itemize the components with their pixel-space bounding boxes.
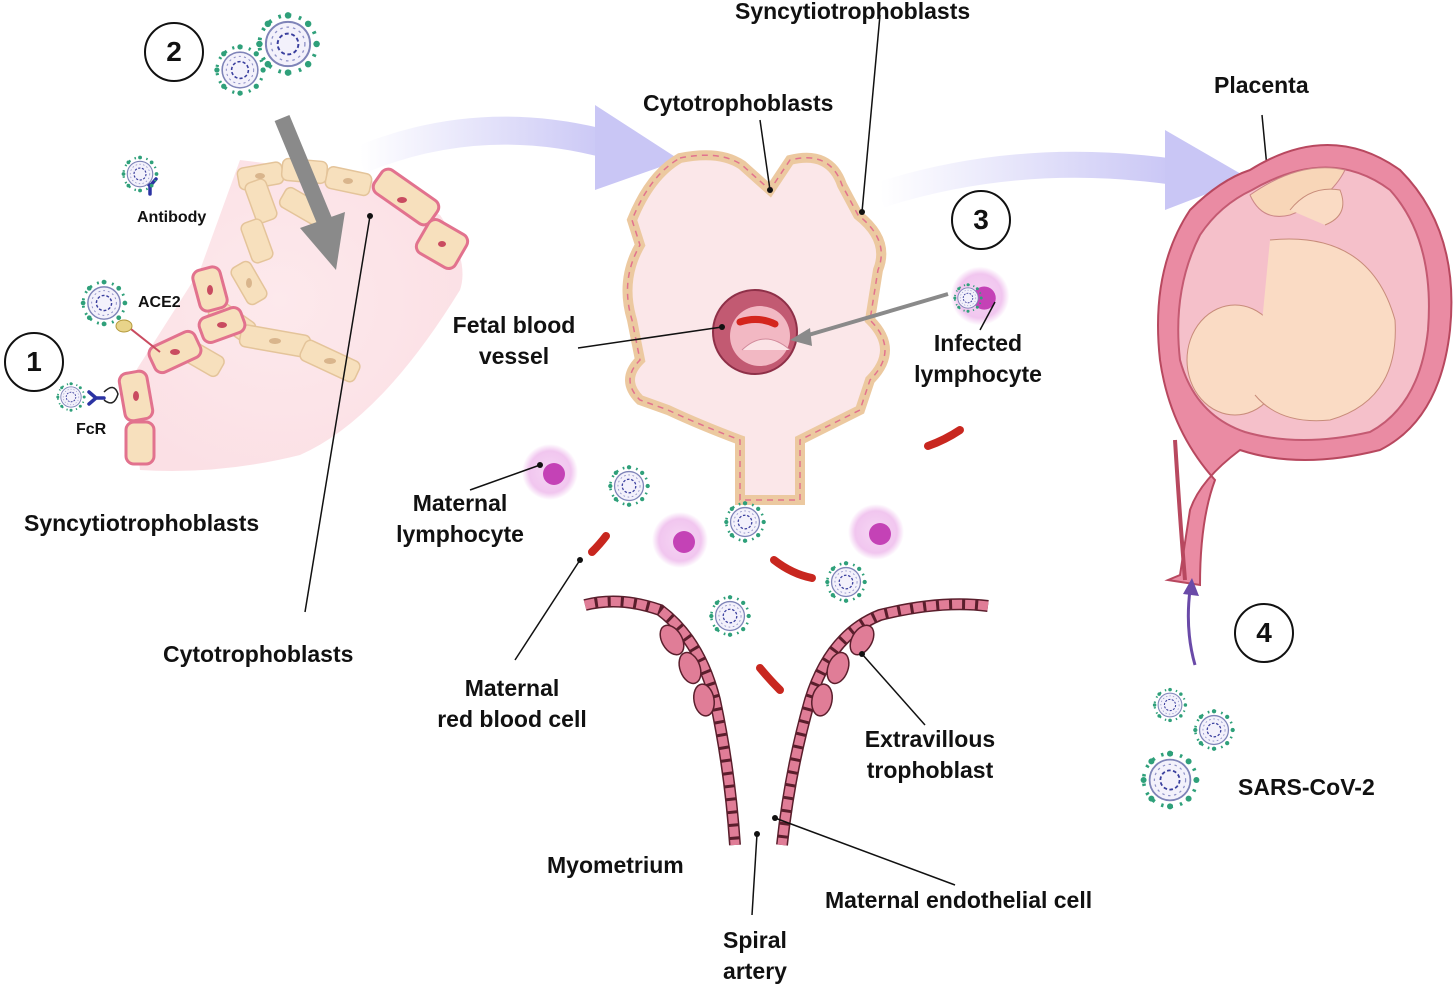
virus-space-2 (722, 499, 768, 545)
virus-step2-a (212, 42, 268, 98)
label-cytotrophoblasts-top: Cytotrophoblasts (643, 90, 834, 116)
label-maternal-rbc-line2: red blood cell (437, 706, 587, 732)
entry-arrow-head (300, 212, 345, 270)
label-fetal-blood-vessel: Fetal blood vessel (434, 310, 594, 372)
label-ace2: ACE2 (138, 294, 181, 311)
virus-legend-3 (1138, 748, 1202, 812)
label-extravillous-line2: trophoblast (866, 757, 994, 783)
virus-space-4 (707, 593, 753, 639)
flow-arrow-1 (354, 116, 614, 173)
label-fetal-blood-vessel-line1: Fetal blood (452, 312, 576, 338)
flow-arrow-2 (876, 151, 1177, 208)
virus-ace2 (79, 278, 129, 328)
label-myometrium: Myometrium (547, 852, 684, 878)
virus-fcr (55, 381, 87, 413)
virus-step2-b (254, 10, 322, 78)
label-infected-lymphocyte: Infected lymphocyte (898, 328, 1058, 390)
virus-space-3 (823, 559, 869, 605)
label-fetal-blood-vessel-line2: vessel (478, 343, 550, 369)
label-infected-lymphocyte-line2: lymphocyte (914, 361, 1042, 387)
label-maternal-endothelial-cell: Maternal endothelial cell (825, 887, 1093, 913)
label-maternal-lymphocyte-line1: Maternal (412, 490, 508, 516)
label-infected-lymphocyte-line1: Infected (933, 330, 1023, 356)
flow-arrow-2-head (1165, 130, 1248, 210)
label-extravillous-trophoblast: Extravillous trophoblast (850, 724, 1010, 786)
step-1-badge: 1 (4, 332, 64, 392)
step-3-badge: 3 (951, 190, 1011, 250)
virus-space-1 (606, 463, 652, 509)
flow-arrow-1-head (595, 105, 680, 190)
spiral-artery (583, 595, 989, 846)
label-fcr: FcR (76, 421, 107, 438)
label-maternal-lymphocyte: Maternal lymphocyte (380, 488, 540, 550)
label-syncytiotrophoblasts-left: Syncytiotrophoblasts (24, 510, 260, 536)
label-spiral-artery: Spiral artery (700, 925, 810, 987)
virus-antibody (120, 154, 160, 194)
label-syncytiotrophoblasts-top: Syncytiotrophoblasts (735, 0, 971, 24)
villus (622, 150, 949, 505)
step-2-badge: 2 (144, 22, 204, 82)
virus-legend-2 (1191, 707, 1237, 753)
label-spiral-artery-line1: Spiral (723, 927, 787, 953)
virus-legend-1 (1151, 686, 1189, 724)
virus-infected (952, 282, 984, 314)
label-sars-cov-2: SARS-CoV-2 (1238, 774, 1375, 800)
label-spiral-artery-line2: artery (723, 958, 787, 984)
uterus (1157, 144, 1453, 587)
maternal-lymphocyte-3 (848, 504, 904, 560)
label-maternal-rbc-line1: Maternal (464, 675, 560, 701)
ascending-arrow (1186, 589, 1197, 666)
red-blood-cells (588, 426, 964, 694)
label-maternal-red-blood-cell: Maternal red blood cell (420, 673, 604, 735)
left-tissue (87, 114, 470, 613)
label-maternal-lymphocyte-line2: lymphocyte (396, 521, 524, 547)
step-4-badge: 4 (1234, 603, 1294, 663)
label-antibody: Antibody (137, 209, 207, 226)
label-extravillous-line1: Extravillous (864, 726, 996, 752)
label-placenta: Placenta (1214, 72, 1309, 98)
label-cytotrophoblasts-left: Cytotrophoblasts (163, 641, 354, 667)
maternal-lymphocyte-2 (652, 512, 708, 568)
